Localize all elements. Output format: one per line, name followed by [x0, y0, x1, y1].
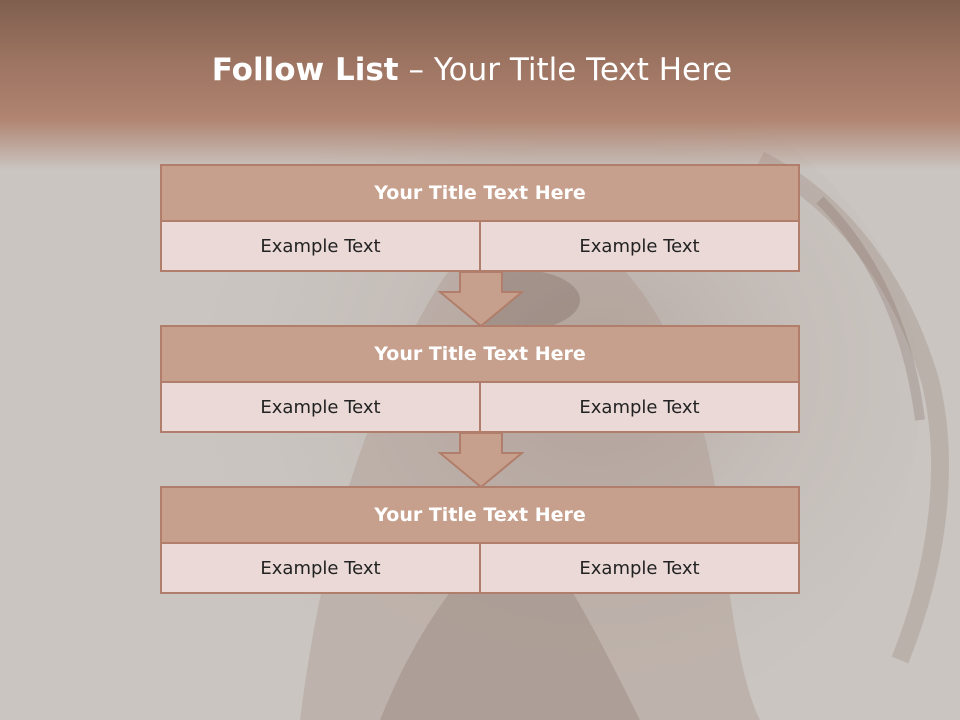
down-arrow-icon — [438, 433, 524, 489]
slide-title: Follow List – Your Title Text Here — [0, 52, 944, 88]
block-row: Example Text Example Text — [162, 544, 798, 592]
block-cell-right: Example Text — [479, 222, 798, 270]
list-block-3: Your Title Text Here Example Text Exampl… — [160, 486, 800, 594]
block-title: Your Title Text Here — [162, 166, 798, 222]
block-row: Example Text Example Text — [162, 383, 798, 431]
down-arrow-icon — [438, 272, 524, 328]
block-cell-left: Example Text — [260, 557, 381, 579]
block-cell-right: Example Text — [479, 383, 798, 431]
slide-title-rest: – Your Title Text Here — [398, 52, 733, 88]
block-title: Your Title Text Here — [162, 488, 798, 544]
block-row: Example Text Example Text — [162, 222, 798, 270]
block-cell-left: Example Text — [260, 235, 381, 257]
block-cell-left: Example Text — [260, 396, 381, 418]
block-cell-right: Example Text — [479, 544, 798, 592]
slide-title-bold: Follow List — [211, 52, 399, 88]
block-title: Your Title Text Here — [162, 327, 798, 383]
list-block-2: Your Title Text Here Example Text Exampl… — [160, 325, 800, 433]
header-band — [0, 0, 960, 170]
list-block-1: Your Title Text Here Example Text Exampl… — [160, 164, 800, 272]
